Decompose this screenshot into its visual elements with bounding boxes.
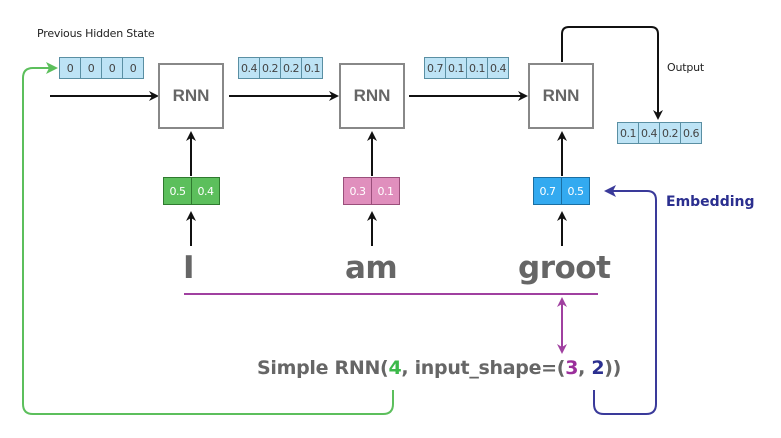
arrow-rnn3-to-output bbox=[561, 26, 663, 120]
vector-cell: 0 bbox=[101, 57, 123, 79]
word-i: I bbox=[183, 250, 195, 286]
vector-cell: 0.1 bbox=[466, 57, 488, 79]
embedding-vector-groot: 0.7 0.5 bbox=[533, 177, 590, 205]
vector-cell: 0.4 bbox=[487, 57, 509, 79]
vector-cell: 0.4 bbox=[238, 57, 260, 79]
units-to-hidden-state-arrow bbox=[22, 62, 394, 415]
code-units: 4 bbox=[388, 357, 402, 379]
code-middle: , input_shape=( bbox=[401, 357, 566, 379]
vector-cell: 0.1 bbox=[371, 177, 400, 205]
vector-cell: 0.3 bbox=[343, 177, 372, 205]
vector-cell: 0.7 bbox=[533, 177, 562, 205]
code-features: 2 bbox=[591, 357, 605, 379]
code-timesteps: 3 bbox=[565, 357, 579, 379]
vector-cell: 0 bbox=[59, 57, 81, 79]
embedding-label: Embedding bbox=[666, 194, 755, 210]
vector-cell: 0.2 bbox=[259, 57, 281, 79]
hidden-state-step-1-vector: 0.4 0.2 0.2 0.1 bbox=[238, 57, 323, 79]
vector-cell: 0.5 bbox=[561, 177, 590, 205]
vector-cell: 0.5 bbox=[163, 177, 192, 205]
initial-hidden-state-vector: 0 0 0 0 bbox=[59, 57, 144, 79]
code-suffix: )) bbox=[604, 357, 622, 379]
output-vector: 0.1 0.4 0.2 0.6 bbox=[617, 122, 702, 144]
rnn-cell-2: RNN bbox=[339, 63, 405, 129]
code-sep: , bbox=[578, 357, 592, 379]
output-label: Output bbox=[667, 61, 705, 74]
vector-cell: 0.1 bbox=[445, 57, 467, 79]
vector-cell: 0.4 bbox=[638, 122, 660, 144]
rnn-cell-3: RNN bbox=[528, 63, 594, 129]
code-prefix: Simple RNN( bbox=[257, 357, 389, 379]
vector-cell: 0.1 bbox=[301, 57, 323, 79]
vector-cell: 0 bbox=[80, 57, 102, 79]
word-groot: groot bbox=[518, 250, 611, 286]
vector-cell: 0.7 bbox=[424, 57, 446, 79]
vector-cell: 0.4 bbox=[191, 177, 220, 205]
features-to-embedding-arrow bbox=[593, 185, 657, 415]
hidden-state-step-2-vector: 0.7 0.1 0.1 0.4 bbox=[424, 57, 509, 79]
vector-cell: 0.6 bbox=[680, 122, 702, 144]
vector-cell: 0.1 bbox=[617, 122, 639, 144]
word-am: am bbox=[345, 250, 398, 286]
previous-hidden-state-label: Previous Hidden State bbox=[37, 27, 155, 40]
vector-cell: 0.2 bbox=[280, 57, 302, 79]
embedding-vector-am: 0.3 0.1 bbox=[343, 177, 400, 205]
embedding-vector-i: 0.5 0.4 bbox=[163, 177, 220, 205]
vector-cell: 0 bbox=[122, 57, 144, 79]
rnn-cell-1: RNN bbox=[158, 63, 224, 129]
vector-cell: 0.2 bbox=[659, 122, 681, 144]
simple-rnn-code: Simple RNN(4, input_shape=(3, 2)) bbox=[257, 357, 621, 379]
